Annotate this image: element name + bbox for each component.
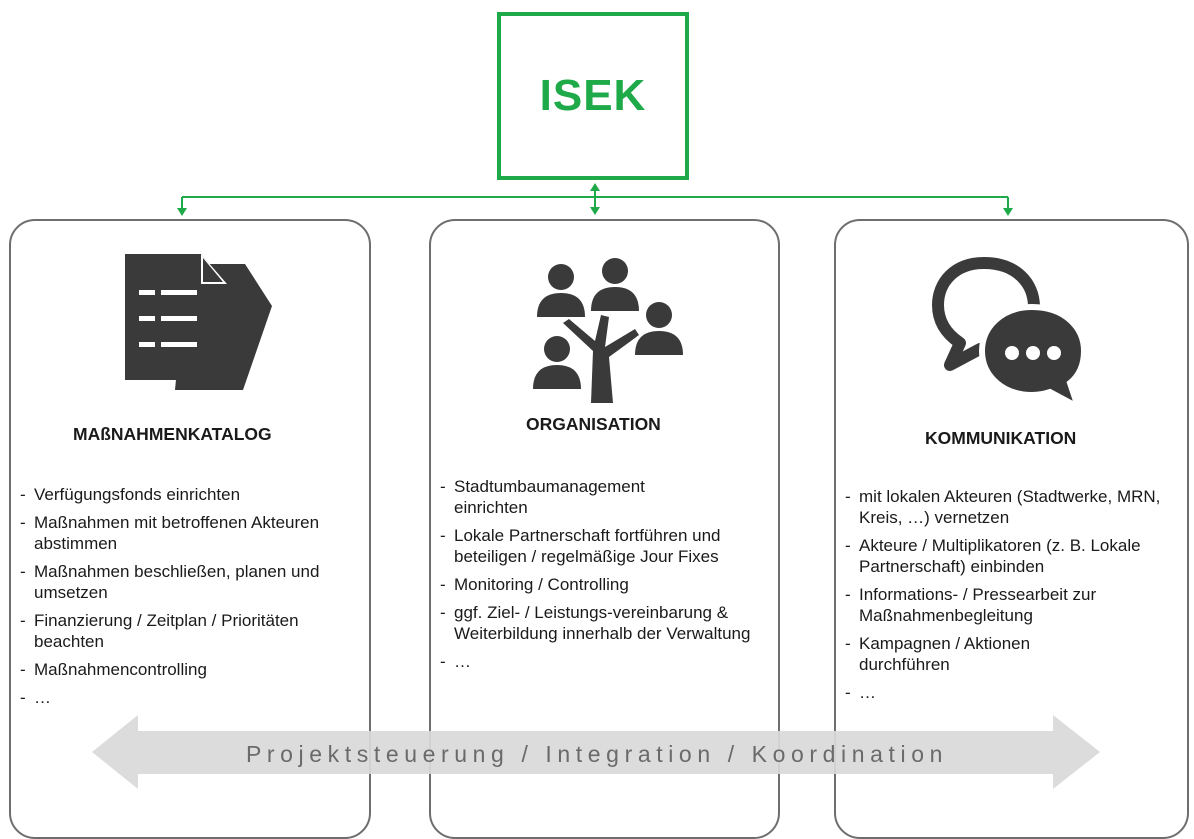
item-list: Verfügungsfonds einrichten Maßnahmen mit… — [20, 484, 365, 715]
item-list: Stadtumbaumanagement einrichten Lokale P… — [440, 476, 775, 679]
list-item: mit lokalen Akteuren (Stadtwerke, MRN, K… — [845, 486, 1185, 528]
band-label: Projektsteuerung / Integration / Koordin… — [245, 741, 949, 767]
connector-lines — [177, 183, 1013, 216]
list-item: Monitoring / Controlling — [440, 574, 775, 595]
list-item: Informations- / Pressearbeit zur Maßnahm… — [845, 584, 1179, 626]
list-item: Maßnahmen beschließen, planen und umsetz… — [20, 561, 365, 603]
speech-bubbles-icon — [932, 257, 1088, 407]
list-item: Akteure / Multiplikatoren (z. B. Lokale … — [845, 535, 1179, 577]
root-node: ISEK — [497, 12, 689, 180]
list-item: … — [440, 651, 775, 672]
list-item: Lokale Partnerschaft fortführen und bete… — [440, 525, 754, 567]
column-title: ORGANISATION — [526, 414, 661, 434]
list-item: Stadtumbaumanagement einrichten — [440, 476, 714, 518]
root-title: ISEK — [539, 71, 647, 120]
people-tree-icon — [533, 258, 683, 403]
list-item: Verfügungsfonds einrichten — [20, 484, 365, 505]
list-item: Maßnahmen mit betroffenen Akteuren absti… — [20, 512, 365, 554]
item-list: mit lokalen Akteuren (Stadtwerke, MRN, K… — [845, 486, 1185, 710]
double-arrow-band — [92, 715, 1100, 789]
column-title: KOMMUNIKATION — [925, 428, 1077, 448]
documents-icon — [125, 254, 272, 390]
list-item: Maßnahmencontrolling — [20, 659, 365, 680]
list-item: ggf. Ziel- / Leistungs-vereinbarung & We… — [440, 602, 754, 644]
list-item: Finanzierung / Zeitplan / Prioritäten be… — [20, 610, 365, 652]
list-item: Kampagnen / Aktionen durchführen — [845, 633, 1099, 675]
list-item: … — [845, 682, 1185, 703]
list-item: … — [20, 687, 365, 708]
column-title: MAßNAHMENKATALOG — [73, 424, 272, 444]
